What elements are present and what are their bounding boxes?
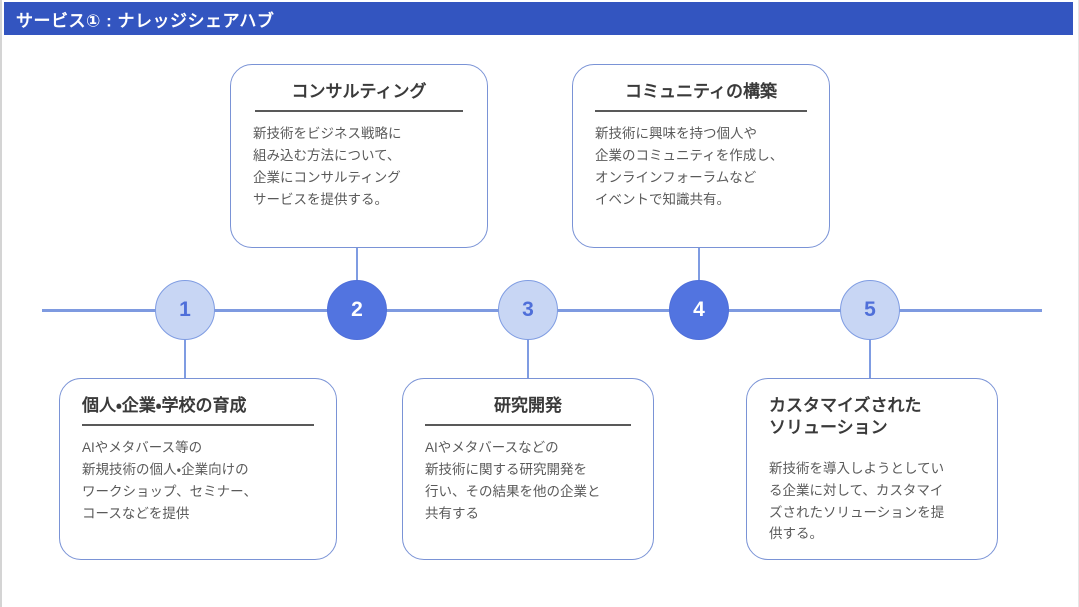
service-card-2-divider bbox=[255, 110, 463, 113]
service-card-4-title: コミュニティの構築 bbox=[625, 82, 777, 101]
connector-stem-1 bbox=[184, 339, 186, 379]
page-title: サービス① : ナレッジシェアハブ bbox=[16, 11, 275, 30]
timeline-node-2-number: 2 bbox=[351, 298, 363, 321]
timeline-node-3-number: 3 bbox=[522, 298, 534, 321]
service-card-1-body: AIやメタバース等の 新規技術の個人・企業向けの ワークショップ、セミナー、 コ… bbox=[82, 440, 257, 522]
service-card-1-divider bbox=[82, 424, 314, 427]
service-card-3-body: AIやメタバースなどの 新技術に関する研究開発を 行い、その結果を他の企業と 共… bbox=[425, 440, 601, 522]
service-card-4-divider bbox=[595, 110, 807, 113]
connector-stem-3 bbox=[527, 339, 529, 379]
timeline-node-3[interactable]: 3 bbox=[498, 280, 558, 340]
service-card-5[interactable]: カスタマイズされた ソリューション 新技術を導入しようとしてい る企業に対して、… bbox=[746, 378, 998, 560]
timeline-node-1-number: 1 bbox=[179, 298, 191, 321]
service-card-3-divider bbox=[425, 424, 631, 427]
connector-stem-5 bbox=[869, 339, 871, 379]
timeline-node-5-number: 5 bbox=[864, 298, 876, 321]
service-card-5-body: 新技術を導入しようとしてい る企業に対して、カスタマイ ズされたソリューションを… bbox=[769, 460, 945, 542]
timeline-node-4-number: 4 bbox=[693, 298, 705, 321]
service-card-3[interactable]: 研究開発 AIやメタバースなどの 新技術に関する研究開発を 行い、その結果を他の… bbox=[402, 378, 654, 560]
service-card-4[interactable]: コミュニティの構築 新技術に興味を持つ個人や 企業のコミュニティを作成し、 オン… bbox=[572, 64, 830, 248]
timeline-node-1[interactable]: 1 bbox=[155, 280, 215, 340]
service-card-5-title: カスタマイズされた ソリューション bbox=[769, 396, 922, 438]
service-card-1[interactable]: 個人・企業・学校の育成 AIやメタバース等の 新規技術の個人・企業向けの ワーク… bbox=[59, 378, 337, 560]
timeline-node-2[interactable]: 2 bbox=[327, 280, 387, 340]
service-card-3-title: 研究開発 bbox=[494, 396, 562, 415]
service-card-2[interactable]: コンサルティング 新技術をビジネス戦略に 組み込む方法について、 企業にコンサル… bbox=[230, 64, 488, 248]
service-card-1-title: 個人・企業・学校の育成 bbox=[82, 396, 247, 415]
service-card-2-body: 新技術をビジネス戦略に 組み込む方法について、 企業にコンサルティング サービス… bbox=[253, 126, 402, 208]
timeline-node-4[interactable]: 4 bbox=[669, 280, 729, 340]
header-banner: サービス① : ナレッジシェアハブ bbox=[4, 2, 1073, 35]
service-card-4-body: 新技術に興味を持つ個人や 企業のコミュニティを作成し、 オンラインフォーラムなど… bbox=[595, 126, 784, 208]
service-card-2-title: コンサルティング bbox=[291, 82, 427, 101]
timeline-node-5[interactable]: 5 bbox=[840, 280, 900, 340]
connector-stem-2 bbox=[356, 248, 358, 280]
connector-stem-4 bbox=[698, 248, 700, 280]
